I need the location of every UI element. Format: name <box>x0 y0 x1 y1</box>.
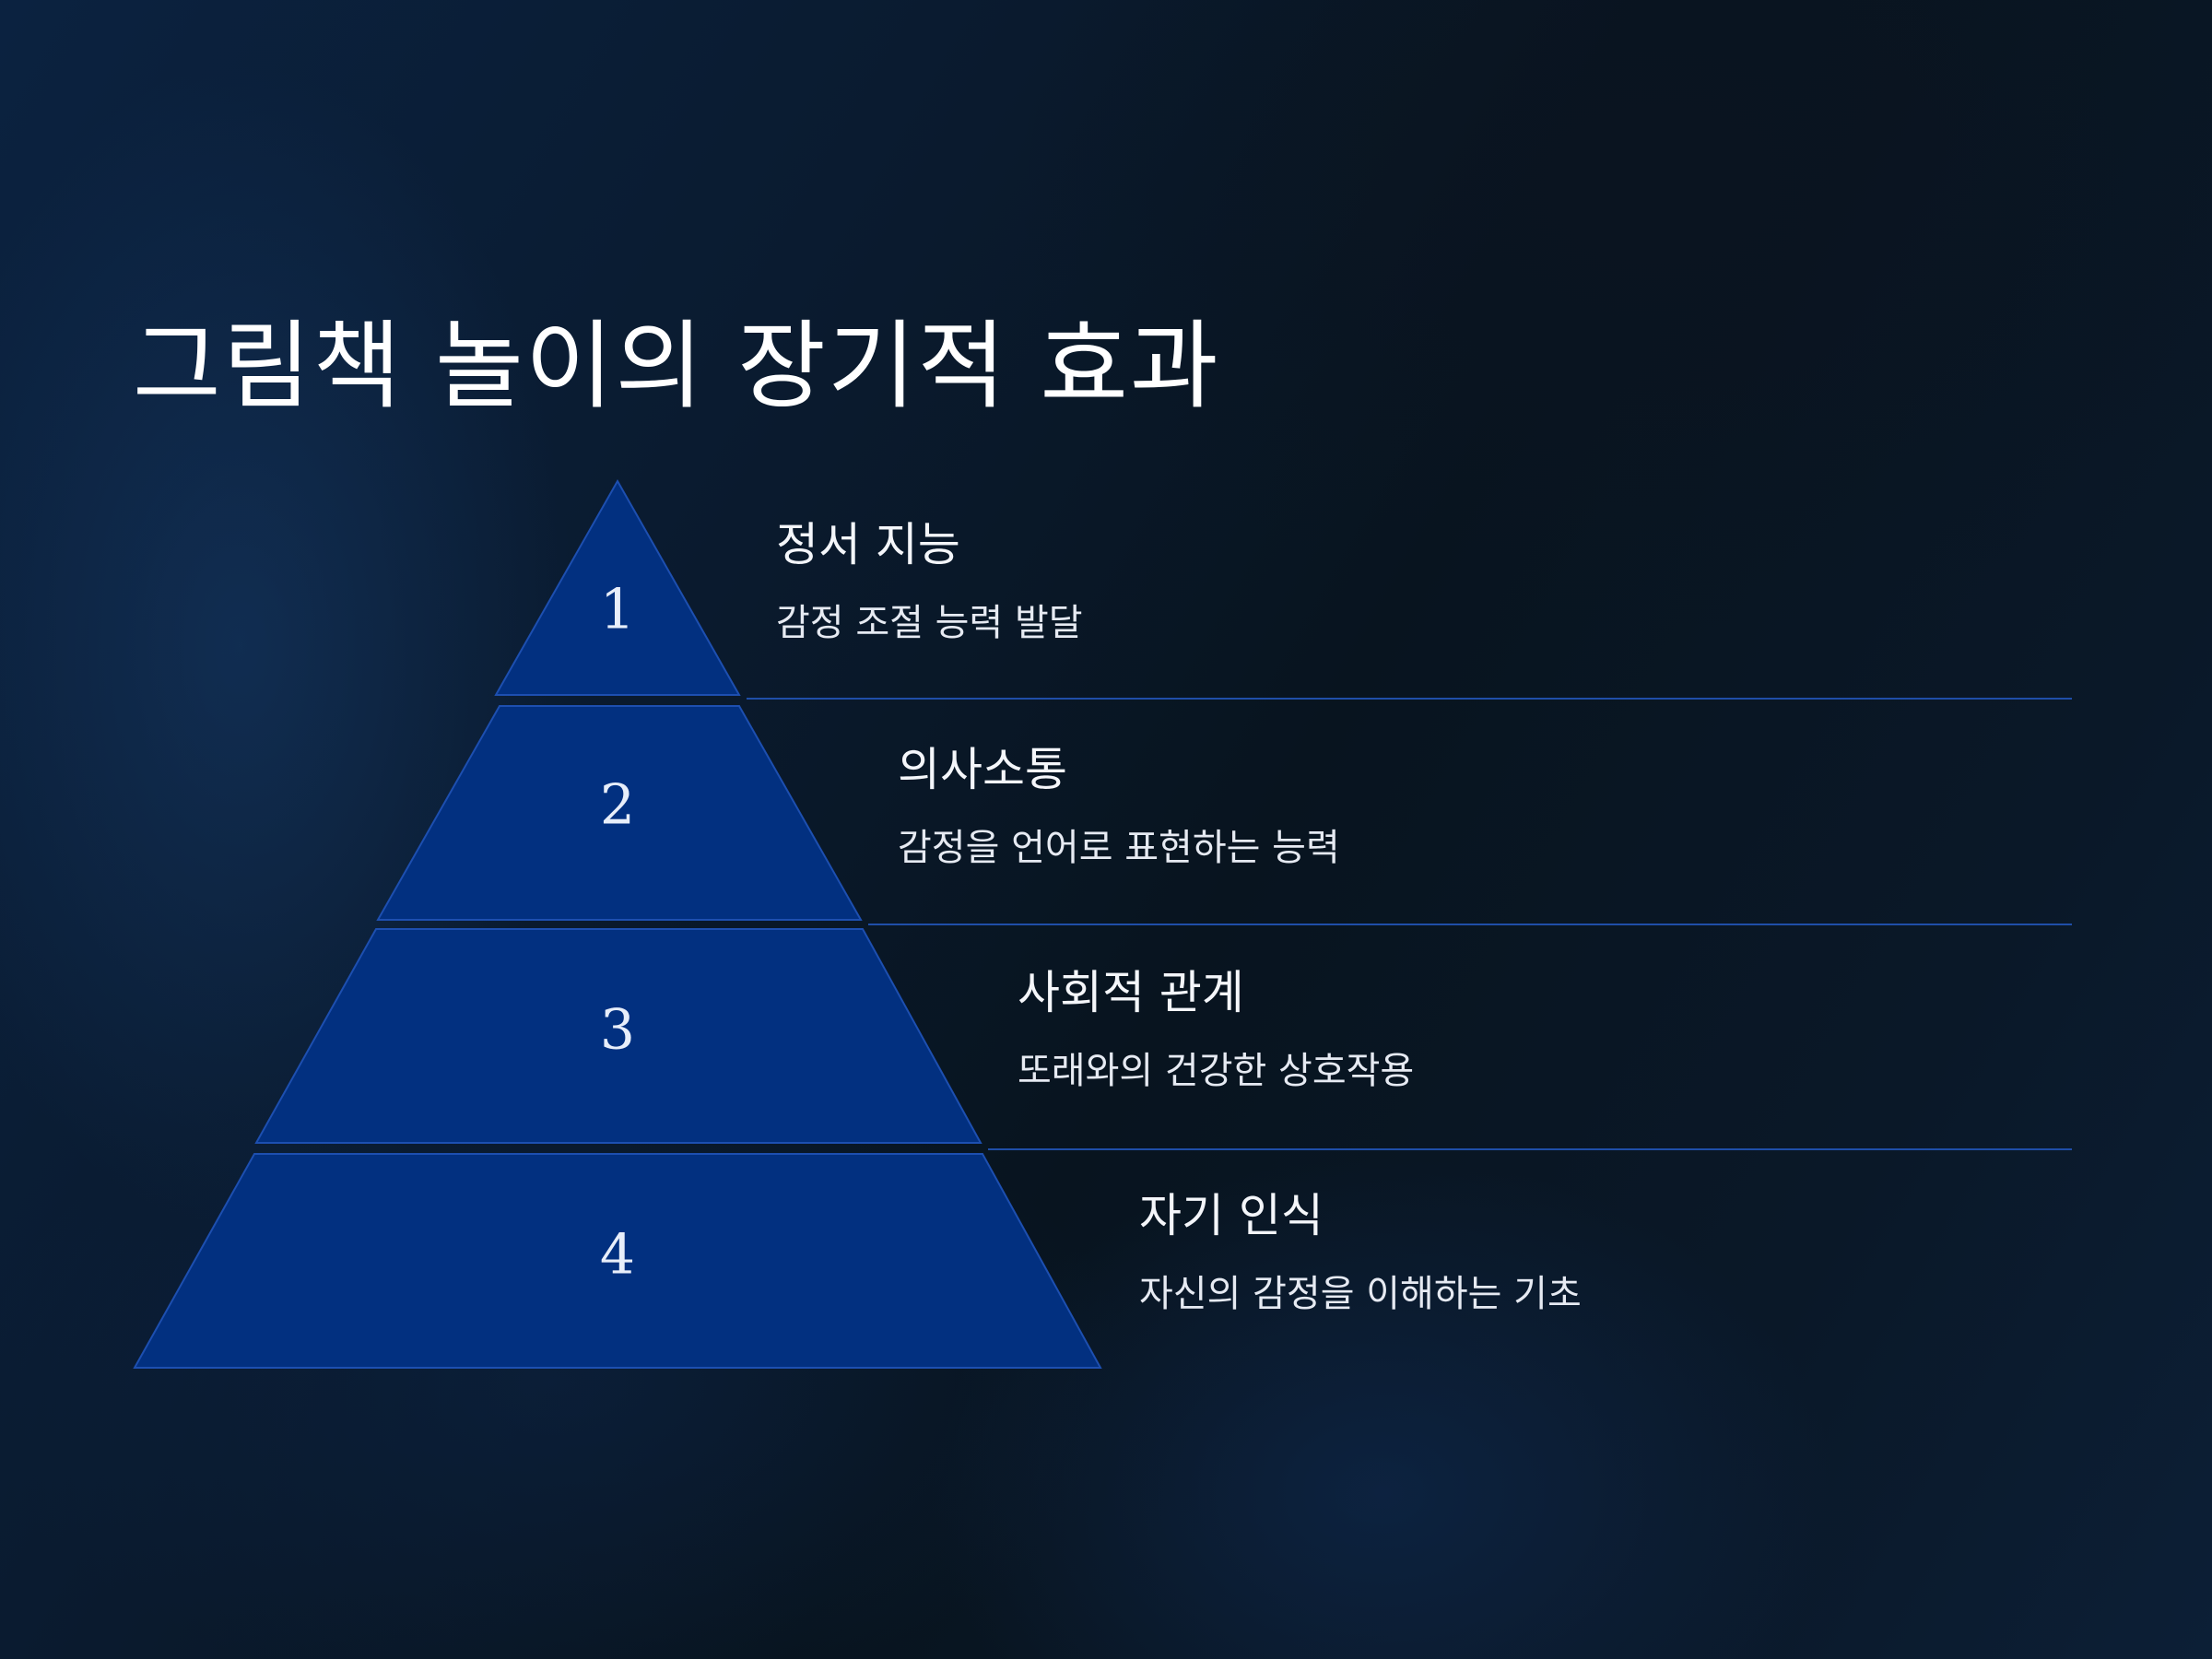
pyramid-tier-2 <box>376 705 863 921</box>
level-text-2: 의사소통 감정을 언어로 표현하는 능력 <box>898 747 1340 866</box>
level-heading: 의사소통 <box>898 743 1067 796</box>
level-description: 감정을 언어로 표현하는 능력 <box>898 827 1340 869</box>
level-text-1: 정서 지능 감정 조절 능력 발달 <box>776 522 1083 641</box>
slide-title: 그림책 놀이의 장기적 효과 <box>133 310 1220 422</box>
level-number-4: 4 <box>600 1223 635 1288</box>
level-heading: 사회적 관계 <box>1018 966 1244 1019</box>
level-text-4: 자기 인식 자신의 감정을 이해하는 기초 <box>1139 1193 1582 1312</box>
level-description: 또래와의 건강한 상호작용 <box>1018 1050 1415 1092</box>
level-description: 감정 조절 능력 발달 <box>776 602 1083 644</box>
pyramid-tier-1 <box>494 478 741 696</box>
level-number-2: 2 <box>600 773 635 838</box>
pyramid-tier-3 <box>254 928 982 1144</box>
level-heading: 자기 인식 <box>1139 1189 1324 1242</box>
level-text-3: 사회적 관계 또래와의 건강한 상호작용 <box>1018 970 1414 1089</box>
level-number-1: 1 <box>600 578 635 642</box>
level-description: 자신의 감정을 이해하는 기초 <box>1139 1273 1582 1315</box>
pyramid-tier-4 <box>133 1153 1102 1369</box>
level-number-3: 3 <box>600 998 635 1063</box>
level-heading: 정서 지능 <box>776 518 960 571</box>
